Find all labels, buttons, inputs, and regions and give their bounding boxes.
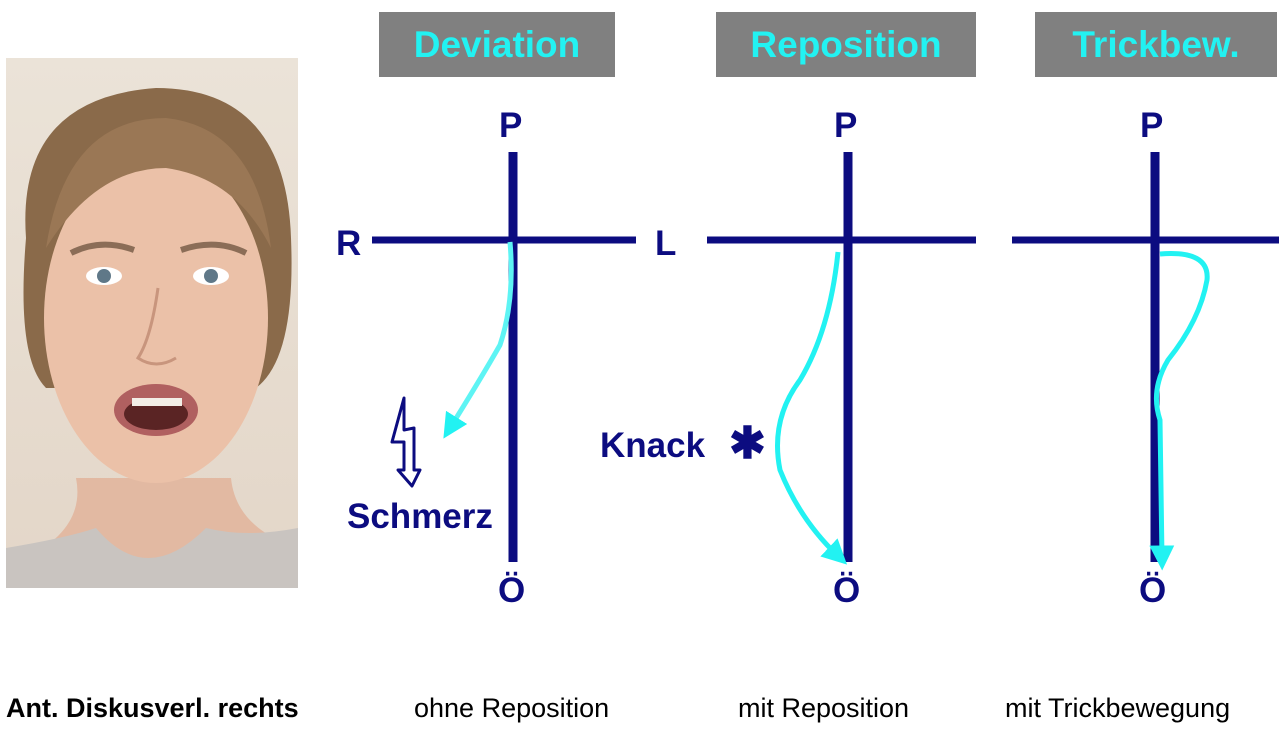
- click-label: Knack: [600, 426, 706, 465]
- patient-face-illustration: [6, 58, 298, 588]
- label-oe-2: Ö: [833, 571, 861, 610]
- label-p-3: P: [1140, 106, 1164, 145]
- label-p-1: P: [499, 106, 523, 145]
- label-oe-1: Ö: [498, 571, 526, 610]
- caption-col3: mit Trickbewegung: [1005, 693, 1231, 723]
- lightning-bolt-icon: [390, 396, 422, 488]
- movement-path-deviation: [443, 241, 514, 439]
- caption-col2: mit Reposition: [738, 693, 910, 723]
- asterisk-icon: ✱: [729, 419, 766, 468]
- header-reposition: Reposition: [716, 12, 976, 77]
- caption-main: Ant. Diskusverl. rechts: [6, 693, 299, 723]
- header-trick: Trickbew.: [1035, 12, 1277, 77]
- patient-photo: [6, 58, 298, 588]
- pain-label: Schmerz: [347, 497, 493, 536]
- movement-path-reposition: [775, 251, 848, 565]
- label-p-2: P: [834, 106, 858, 145]
- label-r: R: [336, 224, 362, 263]
- label-oe-3: Ö: [1139, 571, 1167, 610]
- movement-path-trick: [1149, 251, 1210, 571]
- caption-col1: ohne Reposition: [414, 693, 610, 723]
- label-l: L: [655, 224, 677, 263]
- header-deviation: Deviation: [379, 12, 615, 77]
